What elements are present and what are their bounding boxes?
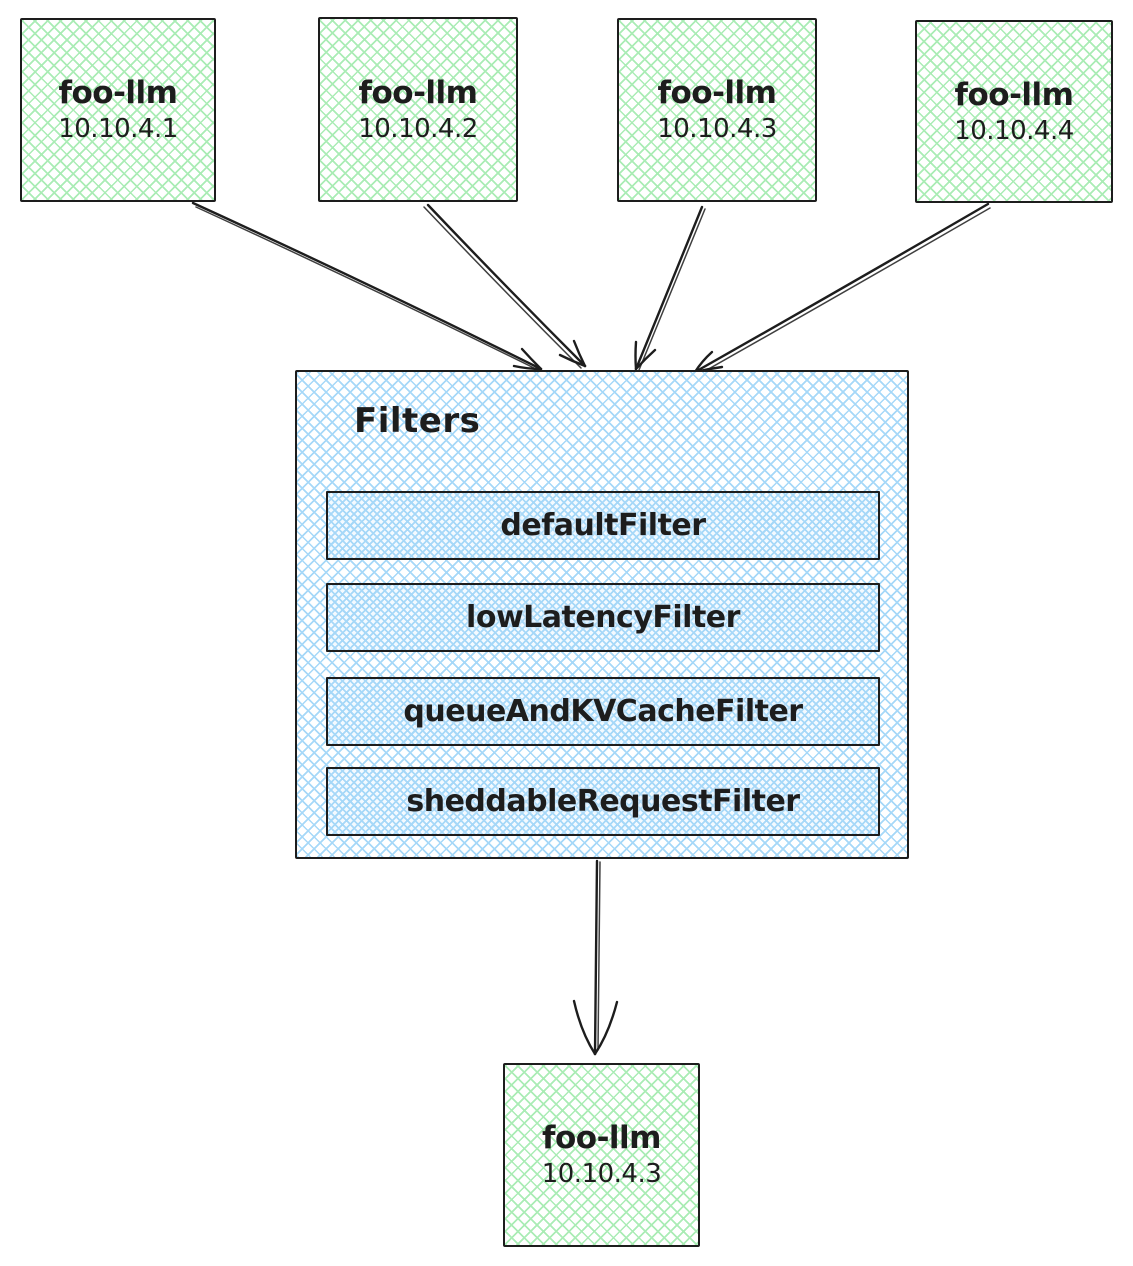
filter-item-label: sheddableRequestFilter [406, 784, 800, 819]
node-ip-label: 10.10.4.4 [954, 115, 1074, 146]
node-10-10-4-2: foo-llm 10.10.4.2 [318, 17, 518, 202]
node-name-label: foo-llm [58, 75, 178, 111]
result-node-10-10-4-3: foo-llm 10.10.4.3 [503, 1063, 700, 1247]
filter-item-label: lowLatencyFilter [466, 600, 740, 635]
filter-item-low-latency: lowLatencyFilter [326, 583, 880, 652]
node-ip-label: 10.10.4.2 [358, 113, 478, 144]
node-ip-label: 10.10.4.1 [58, 114, 178, 144]
node-name-label: foo-llm [954, 76, 1074, 113]
node-ip-label: 10.10.4.3 [541, 1159, 662, 1189]
filter-item-label: queueAndKVCacheFilter [403, 694, 803, 729]
node-10-10-4-1: foo-llm 10.10.4.1 [20, 18, 216, 202]
filter-item-label: defaultFilter [500, 508, 706, 543]
node-name-label: foo-llm [358, 74, 478, 111]
arrow-node4-to-filters [693, 202, 991, 376]
node-10-10-4-3: foo-llm 10.10.4.3 [617, 18, 817, 202]
filter-item-sheddable-request: sheddableRequestFilter [326, 767, 880, 836]
filters-group-title: Filters [354, 401, 481, 441]
node-name-label: foo-llm [541, 1120, 662, 1156]
arrow-filters-to-result [572, 859, 619, 1056]
node-name-label: foo-llm [657, 75, 777, 111]
arrow-node2-to-filters [423, 203, 587, 369]
node-10-10-4-4: foo-llm 10.10.4.4 [915, 20, 1113, 203]
node-ip-label: 10.10.4.3 [657, 114, 777, 144]
filters-group: Filters defaultFilter lowLatencyFilter q… [295, 370, 909, 859]
filter-item-queue-kv-cache: queueAndKVCacheFilter [326, 677, 880, 746]
arrow-node1-to-filters [191, 201, 543, 371]
arrow-node3-to-filters [634, 205, 706, 371]
filter-item-default: defaultFilter [326, 491, 880, 560]
